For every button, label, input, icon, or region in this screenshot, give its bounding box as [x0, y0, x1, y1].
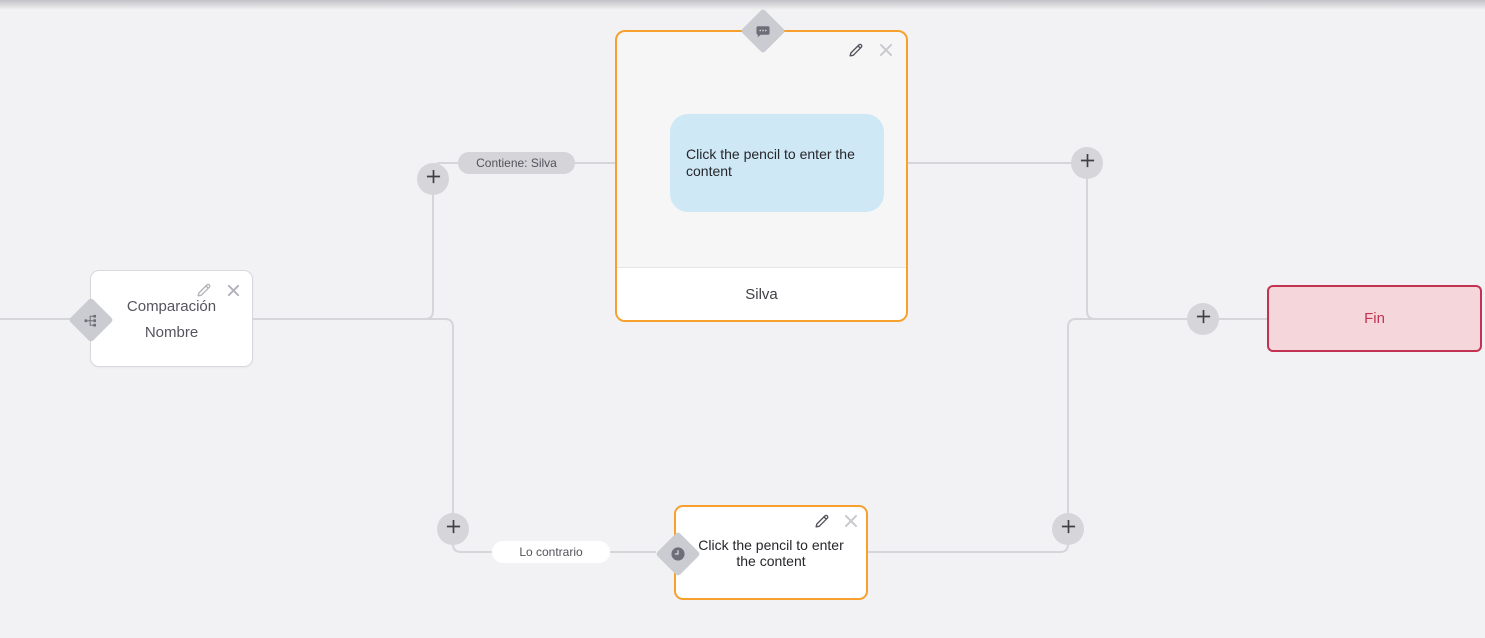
close-icon[interactable] — [878, 42, 894, 58]
plus-icon — [446, 519, 461, 539]
plus-icon — [1196, 309, 1211, 329]
condition-input-port — [68, 297, 114, 343]
end-node[interactable]: Fin — [1267, 285, 1482, 352]
add-step-button-false-branch[interactable] — [437, 513, 469, 545]
chat-icon — [754, 22, 773, 41]
message-preview-bubble: Click the pencil to enter the content — [670, 114, 884, 212]
clock-icon — [669, 545, 687, 563]
message-footer-label: Silva — [745, 285, 778, 303]
close-icon[interactable] — [226, 283, 241, 298]
edit-icon[interactable] — [813, 512, 831, 530]
condition-node[interactable]: Comparación Nombre — [68, 270, 253, 367]
edit-icon[interactable] — [195, 281, 213, 299]
edge-condition-to-false-branch — [425, 318, 492, 553]
branch-icon — [83, 312, 100, 329]
edge-message-to-merge — [908, 162, 1268, 320]
plus-icon — [1080, 153, 1095, 173]
end-node-label: Fin — [1364, 310, 1385, 327]
message-node-footer: Silva — [617, 267, 906, 320]
message-placeholder-text: Click the pencil to enter the content — [686, 146, 855, 179]
message-node-badge — [740, 8, 786, 54]
edge-reply-to-merge — [868, 318, 1100, 553]
add-step-button-true-branch[interactable] — [417, 163, 449, 195]
plus-icon — [1061, 519, 1076, 539]
add-step-button-after-message[interactable] — [1071, 147, 1103, 179]
reply-node[interactable]: Click the pencil to enter the content — [655, 505, 868, 600]
plus-icon — [426, 169, 441, 189]
reply-placeholder-text: Click the pencil to enter the content — [698, 537, 844, 570]
add-step-button-before-end[interactable] — [1187, 303, 1219, 335]
message-node[interactable]: Click the pencil to enter the content Si… — [615, 8, 908, 322]
edge-label-condition-false[interactable]: Lo contrario — [492, 541, 610, 563]
close-icon[interactable] — [843, 513, 859, 529]
add-step-button-after-reply[interactable] — [1052, 513, 1084, 545]
reply-node-badge — [655, 531, 701, 577]
condition-title-line1: Comparación — [126, 298, 217, 315]
edit-icon[interactable] — [847, 41, 865, 59]
condition-title-line2: Nombre — [144, 324, 199, 341]
edge-label-condition-true[interactable]: Contiene: Silva — [458, 152, 575, 174]
